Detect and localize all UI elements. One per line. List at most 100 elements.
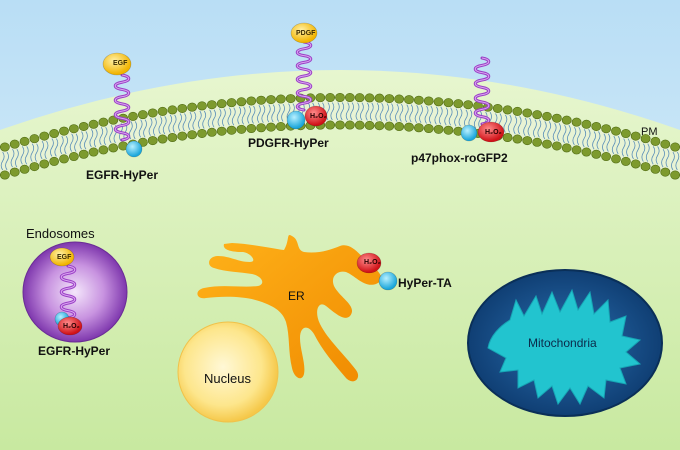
lipid-head-outer (9, 139, 20, 149)
membrane-core (0, 97, 680, 177)
lipid-head-inner (443, 125, 454, 135)
hyper-sensor-egfr (125, 140, 143, 158)
lipid-head-outer (532, 110, 543, 120)
lipid-head-outer (354, 93, 365, 103)
h2o2-bubble-endosome (57, 316, 83, 336)
lipid-head-inner (78, 149, 89, 159)
egf-ligand-label: EGF (113, 60, 128, 67)
egf-endosome-ligand (49, 247, 75, 267)
lipid-head-outer (325, 93, 336, 103)
lipid-head-outer (157, 106, 168, 116)
lipid-head-outer (650, 136, 661, 146)
lipid-head-outer (88, 119, 99, 129)
lipid-head-outer (542, 111, 552, 121)
lipid-head-outer (39, 131, 50, 141)
lipid-head-inner (522, 136, 533, 146)
lipid-head-outer (29, 134, 40, 144)
hyper-sensor-pdgfr (286, 110, 306, 130)
lipid-head-outer (364, 93, 375, 103)
lipid-head-inner (433, 124, 444, 134)
lipid-head-inner (532, 137, 543, 147)
lipid-head-inner (108, 143, 119, 153)
lipid-head-outer (571, 117, 582, 127)
lipid-head-outer (206, 100, 217, 110)
lipid-head-inner (49, 156, 60, 166)
lipid-head-outer (443, 98, 454, 108)
lipid-head-inner (640, 162, 651, 172)
lipid-head-outer (226, 98, 237, 108)
lipid-head-outer (374, 93, 385, 103)
nucleus-label: Nucleus (204, 371, 251, 386)
lipid-head-inner (88, 147, 99, 157)
lipid-head-inner (374, 121, 385, 131)
lipid-head-inner (581, 147, 592, 157)
lipid-head-outer (394, 94, 405, 104)
lipid-head-inner (542, 139, 552, 149)
egf-ligand (102, 52, 132, 76)
lipid-head-inner (512, 134, 523, 144)
lipid-head-outer (275, 94, 286, 104)
lipid-head-inner (167, 133, 178, 143)
mitochondria-cristae (487, 288, 642, 406)
lipid-head-outer (19, 136, 30, 146)
lipid-head-inner (19, 164, 30, 174)
lipid-head-inner (601, 152, 612, 162)
p47phox-coil (473, 56, 491, 126)
lipid-head-inner (423, 124, 434, 134)
lipid-head-outer (561, 115, 572, 125)
endoplasmic-reticulum (197, 234, 382, 382)
lipid-head-outer (128, 111, 138, 121)
lipid-head-outer (236, 97, 247, 107)
lipid-head-inner (670, 170, 680, 180)
lipid-head-outer (640, 134, 651, 144)
egf-endosome-ligand-label: EGF (57, 254, 72, 261)
h2o2-bubble-p47phox (477, 121, 505, 143)
lipid-head-outer (78, 121, 89, 131)
lipid-head-inner (620, 156, 631, 166)
er-label: ER (288, 289, 305, 303)
lipid-head-inner (9, 167, 20, 177)
h2o2-label-hyper-ta: H₂O₂ (364, 259, 381, 266)
lipid-head-outer (216, 99, 227, 109)
lipid-head-outer (581, 119, 592, 129)
pdgf-ligand-label: PDGF (296, 30, 316, 37)
receptors (49, 22, 505, 336)
lipid-head-inner (98, 145, 109, 155)
pdgf-ligand (290, 22, 318, 44)
lipid-head-inner (591, 149, 602, 159)
lipid-heads (0, 93, 680, 180)
lipid-head-inner (660, 167, 671, 177)
lipid-head-inner (502, 133, 513, 143)
lipid-head-inner (571, 145, 582, 155)
lipid-head-inner (611, 154, 621, 164)
lipid-head-outer (591, 121, 602, 131)
egfr-hyper-endosome-label: EGFR-HyPer (38, 344, 111, 358)
lipid-head-outer (413, 95, 424, 105)
lipid-head-outer (630, 131, 641, 141)
lipid-head-inner (236, 124, 247, 134)
lipid-head-outer (423, 96, 434, 106)
lipid-head-outer (137, 110, 148, 120)
lipid-head-inner (344, 120, 355, 130)
lipid-head-outer (670, 142, 680, 152)
lipid-head-outer (601, 124, 612, 134)
egfr-endosome-coil (59, 264, 77, 320)
lipid-head-outer (335, 93, 345, 103)
lipid-tails (0, 102, 680, 171)
lipid-head-inner (216, 126, 227, 136)
rogfp2-sensor (460, 124, 478, 142)
pm-label: PM (641, 126, 658, 138)
lipid-head-outer (98, 117, 109, 127)
hyper-ta-sensor (378, 271, 398, 291)
h2o2-label-pdgfr: H₂O₂ (310, 113, 327, 120)
lipid-head-outer (177, 103, 188, 113)
lipid-head-outer (49, 129, 60, 139)
lipid-head-inner (364, 120, 375, 130)
egfr-hyper-membrane-label: EGFR-HyPer (86, 168, 159, 182)
lipid-head-outer (256, 95, 267, 105)
lipid-head-outer (660, 139, 671, 149)
lipid-head-inner (413, 123, 424, 133)
lipid-head-inner (147, 136, 158, 146)
lipid-head-inner (275, 122, 286, 132)
